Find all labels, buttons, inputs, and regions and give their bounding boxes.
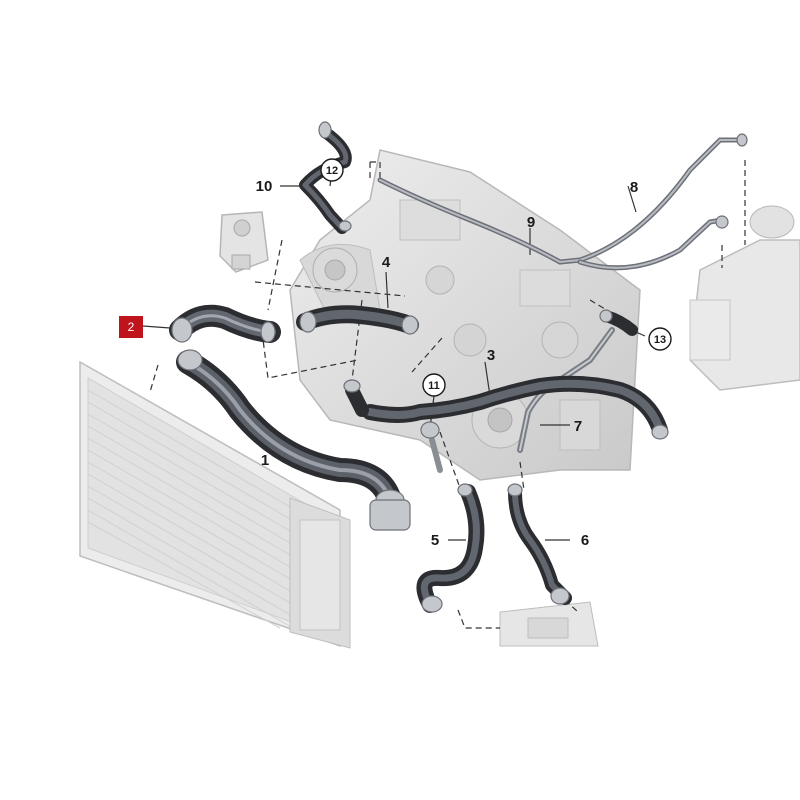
engine-block <box>289 149 641 481</box>
auxiliary-pump <box>219 211 269 273</box>
radiator <box>79 360 351 649</box>
selected-callout-2[interactable]: 2 <box>119 316 143 338</box>
callout-10: 10 <box>256 178 273 195</box>
expansion-tank <box>689 205 800 391</box>
circled-callout-12: 12 <box>326 165 338 177</box>
callout-6: 6 <box>581 532 589 549</box>
callout-3: 3 <box>487 347 495 364</box>
callout-5: 5 <box>431 532 439 549</box>
callout-4: 4 <box>382 254 391 271</box>
circled-callout-13: 13 <box>654 334 666 346</box>
callout-1: 1 <box>261 452 269 469</box>
hoses <box>169 126 668 613</box>
callout-8: 8 <box>630 179 638 196</box>
callout-7: 7 <box>574 418 582 435</box>
circled-callouts: 11 12 13 <box>320 158 672 397</box>
selected-callout-label: 2 <box>128 320 135 334</box>
circled-callout-11: 11 <box>428 380 440 392</box>
lower-component <box>499 601 599 647</box>
callout-labels: 1 3 4 5 6 7 8 9 10 <box>256 178 639 549</box>
callout-9: 9 <box>527 214 535 231</box>
fittings <box>171 121 748 613</box>
